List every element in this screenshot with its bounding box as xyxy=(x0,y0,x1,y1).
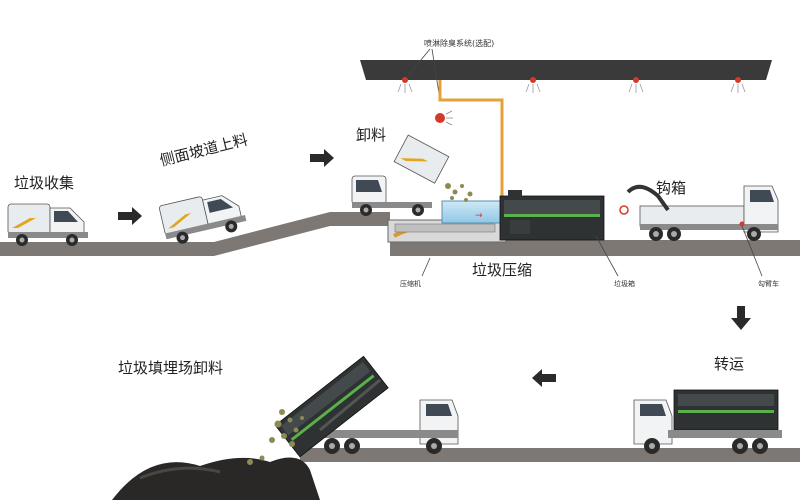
label-compressor: 压缩机 xyxy=(400,280,421,288)
spray-pipe xyxy=(438,80,504,196)
label-landfill: 垃圾填埋场卸料 xyxy=(118,359,224,377)
landfill-truck xyxy=(269,355,459,458)
svg-text:→: → xyxy=(475,211,483,221)
label-pointers xyxy=(421,225,763,277)
garbage-box-station xyxy=(499,190,605,241)
ground-bottom xyxy=(300,448,800,462)
arrow-down-icon xyxy=(731,306,751,330)
arrow-right-icon xyxy=(118,207,142,225)
landfill-mound xyxy=(112,455,320,500)
label-garbage-box: 垃圾箱 xyxy=(614,280,635,288)
transfer-truck xyxy=(633,389,782,454)
unloading-truck xyxy=(351,134,473,216)
ground-top xyxy=(0,212,800,256)
arrow-right-icon xyxy=(310,149,334,167)
label-spray-system: 喷淋除臭系统(选配) xyxy=(424,39,495,48)
spray-roof xyxy=(360,60,772,93)
label-hook-arm-truck: 勾臂车 xyxy=(758,280,779,288)
collection-truck xyxy=(7,203,88,246)
label-transfer: 转运 xyxy=(714,355,745,373)
hook-arm-truck xyxy=(619,184,779,241)
arrow-left-icon xyxy=(532,369,556,387)
spray-nozzle-icon xyxy=(435,110,453,126)
label-hook-box: 钩箱 xyxy=(656,179,687,197)
label-unload: 卸料 xyxy=(356,126,387,144)
ramp-truck xyxy=(159,195,247,244)
label-collect: 垃圾收集 xyxy=(14,174,75,192)
label-compress: 垃圾压缩 xyxy=(472,261,533,279)
